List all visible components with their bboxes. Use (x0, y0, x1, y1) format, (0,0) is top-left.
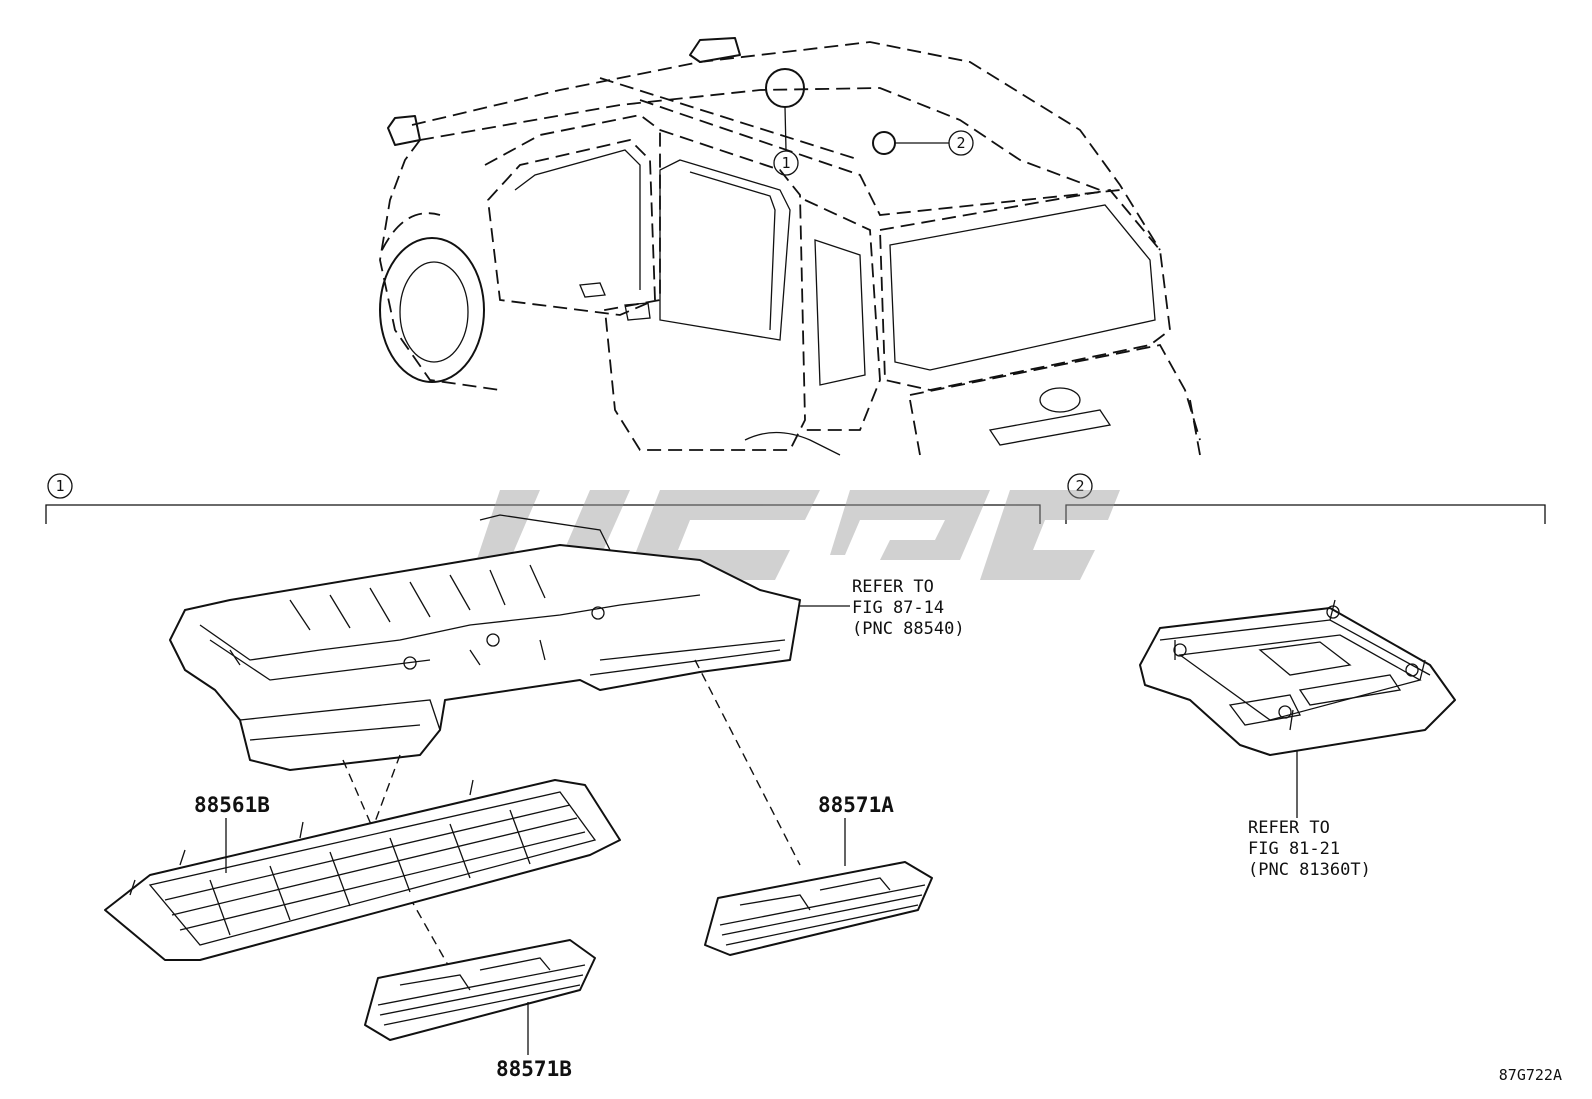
lens-right (704, 861, 933, 956)
overhead-console (1139, 599, 1456, 756)
roof-air-duct (169, 514, 801, 771)
svg-text:(PNC 88540): (PNC 88540) (852, 619, 965, 639)
ceiling-grille (104, 779, 621, 961)
svg-text:1: 1 (55, 477, 64, 495)
callout-bubble-2-vehicle: 2 (948, 130, 974, 156)
figure-code: 87G722A (1499, 1066, 1562, 1084)
svg-text:(PNC 81360T): (PNC 81360T) (1248, 860, 1371, 880)
vehicle-illustration (379, 37, 1201, 456)
label-88561B: 88561B (194, 793, 270, 817)
lens-left (364, 939, 596, 1041)
svg-text:2: 2 (1075, 477, 1084, 495)
refer-duct-note: REFER TO FIG 87-14 (PNC 88540) (852, 577, 965, 639)
svg-text:REFER TO: REFER TO (1248, 818, 1330, 838)
group-bracket-2: 2 (1065, 473, 1546, 524)
label-88571B: 88571B (496, 1057, 572, 1081)
svg-text:REFER TO: REFER TO (852, 577, 934, 597)
svg-text:1: 1 (781, 154, 790, 172)
svg-text:FIG 87-14: FIG 87-14 (852, 598, 944, 618)
refer-console-note: REFER TO FIG 81-21 (PNC 81360T) (1248, 818, 1371, 880)
svg-text:2: 2 (956, 134, 965, 152)
callout-bubble-1-vehicle: 1 (773, 150, 799, 176)
group-bracket-1: 1 (45, 473, 1041, 524)
label-88571A: 88571A (818, 793, 894, 817)
svg-text:FIG 81-21: FIG 81-21 (1248, 839, 1340, 859)
